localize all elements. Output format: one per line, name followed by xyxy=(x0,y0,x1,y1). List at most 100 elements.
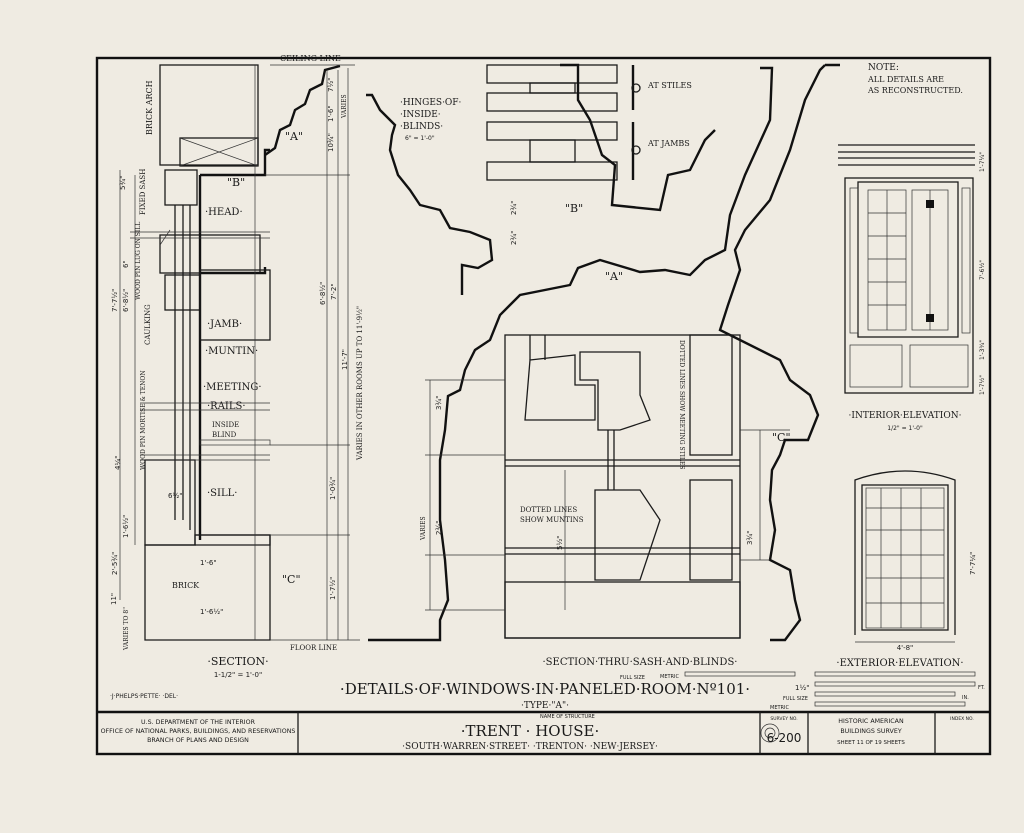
dimension: 1'-7½" xyxy=(329,577,337,600)
hinges-label-2: ·INSIDE· xyxy=(400,110,441,120)
dimension: 1'-0¾" xyxy=(329,477,337,500)
exterior-elevation-title: ·EXTERIOR·ELEVATION· xyxy=(836,658,963,669)
dimension: 7'-2" xyxy=(330,283,338,300)
scale-bar xyxy=(814,671,976,677)
scale-label: FULL SIZE xyxy=(620,675,645,681)
scale-label: METRIC xyxy=(770,705,789,711)
section-title: ·SECTION· xyxy=(207,655,268,668)
sash-section-title: ·SECTION·THRU·SASH·AND·BLINDS· xyxy=(543,657,738,668)
dotted-meeting-label: DOTTED LINES SHOW MEETING STILES xyxy=(678,340,685,469)
seal-icon xyxy=(760,723,780,743)
dimension: 7½" xyxy=(327,78,335,92)
dimension: 1'-7½" xyxy=(979,375,986,395)
dimension: 6'-8½" xyxy=(122,289,130,312)
at-stiles-label: AT STILES xyxy=(647,81,692,90)
dimension: 6½" xyxy=(168,492,182,500)
inside-blind-label: INSIDE xyxy=(212,421,239,429)
varies-label: VARIES xyxy=(341,94,348,119)
floor-line-label: FLOOR LINE xyxy=(290,644,337,652)
agency-line: OFFICE OF NATIONAL PARKS, BUILDINGS, AND… xyxy=(101,728,296,735)
brick-label: BRICK xyxy=(172,581,200,590)
scale-label: 1½" xyxy=(795,684,809,692)
structure-name: ·TRENT · HOUSE· xyxy=(461,722,599,740)
note-line: AS RECONSTRUCTED. xyxy=(867,86,963,95)
dimension: 2¾" xyxy=(510,231,518,245)
dimension: 6" xyxy=(122,260,130,268)
wood-pin-lug-label: WOOD PIN LUG ON SILL xyxy=(135,222,142,300)
dimension: 1'-7¼" xyxy=(979,152,986,172)
hinges-label: ·HINGES·OF· xyxy=(400,98,462,108)
dimension: 7'-7½" xyxy=(111,289,119,312)
habs-label-2: BUILDINGS SURVEY xyxy=(840,728,902,735)
survey-no: 6-200 xyxy=(767,731,802,745)
dimension: 2¾" xyxy=(435,521,443,535)
title-block: U.S. DEPARTMENT OF THE INTERIOR OFFICE O… xyxy=(101,712,974,754)
wall-section xyxy=(130,64,341,641)
hinges-detail: ·HINGES·OF· ·INSIDE· ·BLINDS· 6" = 1'-0"… xyxy=(400,64,692,181)
meeting-label: ·MEETING· xyxy=(203,382,262,393)
dimension: 1'-6½" xyxy=(122,515,130,538)
varies-to-label: VARIES TO 8" xyxy=(123,607,130,651)
drawing-title: ·DETAILS·OF·WINDOWS·IN·PANELED·ROOM·Nº10… xyxy=(340,680,750,698)
hinge-icon xyxy=(926,314,934,322)
dimension: 1'-6" xyxy=(327,105,335,122)
fixed-sash-label: FIXED SASH xyxy=(139,169,147,215)
dimension: 1'-3¾" xyxy=(979,340,986,360)
habs-label: HISTORIC AMERICAN xyxy=(838,718,904,725)
wood-pin-mortise-label: WOOD PIN MORTISE & TENON xyxy=(140,370,147,470)
varies-other-rooms-label: VARIES IN OTHER ROOMS UP TO 11'-9½" xyxy=(356,306,364,461)
survey-no-label: SURVEY NO. xyxy=(770,716,797,722)
drawing-type: ·TYPE·"A"· xyxy=(521,701,569,711)
scale-bar xyxy=(814,691,956,697)
agency-line: BRANCH OF PLANS AND DESIGN xyxy=(147,737,249,744)
dimension: 2'-5¾" xyxy=(111,552,119,575)
jamb-label: ·JAMB· xyxy=(207,319,242,330)
section-scale: 1-1/2" = 1'-0" xyxy=(214,671,262,679)
head-label: ·HEAD· xyxy=(205,207,243,218)
note-line: ALL DETAILS ARE xyxy=(867,75,944,84)
dimension: 3¾" xyxy=(435,396,443,410)
scale-label: FT. xyxy=(978,685,985,691)
brick-arch-label: BRICK ARCH xyxy=(145,80,154,135)
dimension: 10¾" xyxy=(327,133,335,152)
scale-label: METRIC xyxy=(660,674,679,680)
dimension: 1'-6½" xyxy=(200,608,223,616)
exterior-height-dim: 7'-7¼" xyxy=(969,552,977,575)
detail-a-marker: "A" xyxy=(605,270,623,283)
exterior-width-dim: 4'-8" xyxy=(897,644,914,652)
structure-name-label: NAME OF STRUCTURE xyxy=(540,714,595,720)
dimension: 4¼" xyxy=(114,456,122,470)
sash-section: DOTTED LINES SHOW MEETING STILES DOTTED … xyxy=(420,201,791,668)
agency-line: U.S. DEPARTMENT OF THE INTERIOR xyxy=(141,719,256,726)
detail-c-marker: "C" xyxy=(282,573,301,586)
dotted-muntins-label-2: SHOW MUNTINS xyxy=(520,516,584,524)
ceiling-line-label: CEILING LINE xyxy=(280,54,341,63)
sheet-number: SHEET 11 OF 19 SHEETS xyxy=(837,740,905,746)
detail-a-marker: "A" xyxy=(285,130,303,143)
exterior-elevation: 4'-8" 7'-7¼" ·EXTERIOR·ELEVATION· xyxy=(836,470,977,669)
dimension: 11" xyxy=(110,593,118,605)
section-labels: CEILING LINE BRICK ARCH FIXED SASH WOOD … xyxy=(110,54,364,679)
hinges-scale: 6" = 1'-0" xyxy=(405,135,435,142)
hinge-icon xyxy=(926,200,934,208)
interior-elevation-scale: 1/2" = 1'-0" xyxy=(887,425,923,432)
scale-bar xyxy=(814,701,966,707)
molding-profiles xyxy=(366,63,840,642)
dimension-lines xyxy=(119,64,360,641)
index-no-label: INDEX NO. xyxy=(950,716,974,722)
at-jambs-label: AT JAMBS xyxy=(647,139,690,148)
scale-label: FULL SIZE xyxy=(783,696,808,702)
scale-label: IN. xyxy=(962,695,969,701)
hinges-label-3: ·BLINDS· xyxy=(400,122,443,132)
sill-label: ·SILL· xyxy=(207,488,237,499)
dimension: 6'-8½" xyxy=(319,282,327,305)
dimension: 11'-7" xyxy=(341,349,349,370)
scale-bar xyxy=(684,671,796,677)
seal-inner-ring xyxy=(764,727,776,739)
varies-label: VARIES xyxy=(420,516,427,541)
dimension: 3¾" xyxy=(746,531,754,545)
caulking-label: CAULKING xyxy=(144,304,152,345)
detail-b-marker: "B" xyxy=(227,176,245,189)
dimension: 1'-6" xyxy=(200,559,217,567)
detail-b-marker: "B" xyxy=(565,202,583,215)
